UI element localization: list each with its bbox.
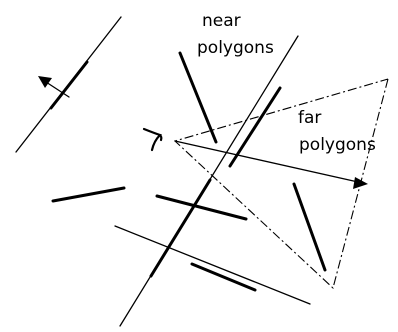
middle-plane-polygon-upper	[228, 86, 282, 168]
left-plane-polygon	[49, 60, 89, 110]
near-label-line2: polygons	[197, 38, 274, 58]
near-polygon	[178, 51, 218, 144]
middle-plane-polygon-lower	[149, 178, 212, 278]
normal-arrow-head	[38, 76, 52, 88]
near-label-line1: near	[202, 11, 241, 31]
far-label-line2: polygons	[299, 135, 376, 155]
view-direction-head	[353, 177, 368, 189]
eye-icon	[142, 127, 163, 152]
polygon-left	[51, 186, 126, 203]
polygon-center	[155, 194, 248, 221]
bottom-plane-line	[114, 225, 311, 305]
bottom-plane-polygon	[190, 262, 257, 292]
normal-arrow-shaft	[45, 81, 70, 98]
far-label-line1: far	[298, 108, 321, 128]
far-polygon	[292, 182, 327, 272]
view-direction-shaft	[174, 140, 359, 183]
